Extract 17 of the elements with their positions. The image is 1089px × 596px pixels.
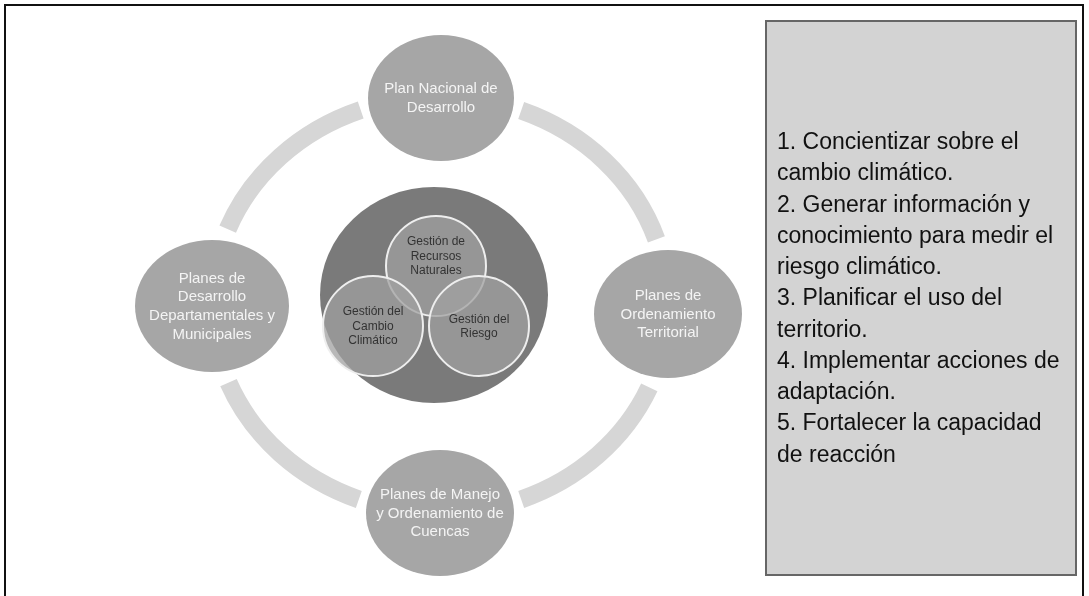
node-label: Planes de Desarrollo Departamentales y Municipales [148,268,276,344]
list-item: 3. Planificar el uso del territorio. [777,283,1003,344]
ring-connector [220,378,363,508]
node-label: Gestión de Recursos Naturales [405,234,466,278]
ring-connector [517,102,665,244]
list-item: 4. Implementar acciones de adaptación. [777,345,1061,407]
node-label: Gestión del Riesgo [447,311,511,341]
list-item: 2. Generar información y conocimiento para medir el riesgo climático. [777,189,1055,282]
node-label: Gestión del Cambio Climático [341,304,405,348]
list-item: 1. Concientizar sobre el cambio climático. [777,127,1020,188]
node-label: Plan Nacional de Desarrollo [383,79,499,117]
ring-connector [219,101,365,234]
node-label: Planes de Manejo y Ordenamiento de Cuencas [376,484,504,542]
text-panel [765,20,1077,576]
ring-connector [517,383,658,508]
node-label: Planes de Ordenamiento Territorial [619,285,717,343]
list-item: 5. Fortalecer la capacidad de reacción [777,408,1043,469]
